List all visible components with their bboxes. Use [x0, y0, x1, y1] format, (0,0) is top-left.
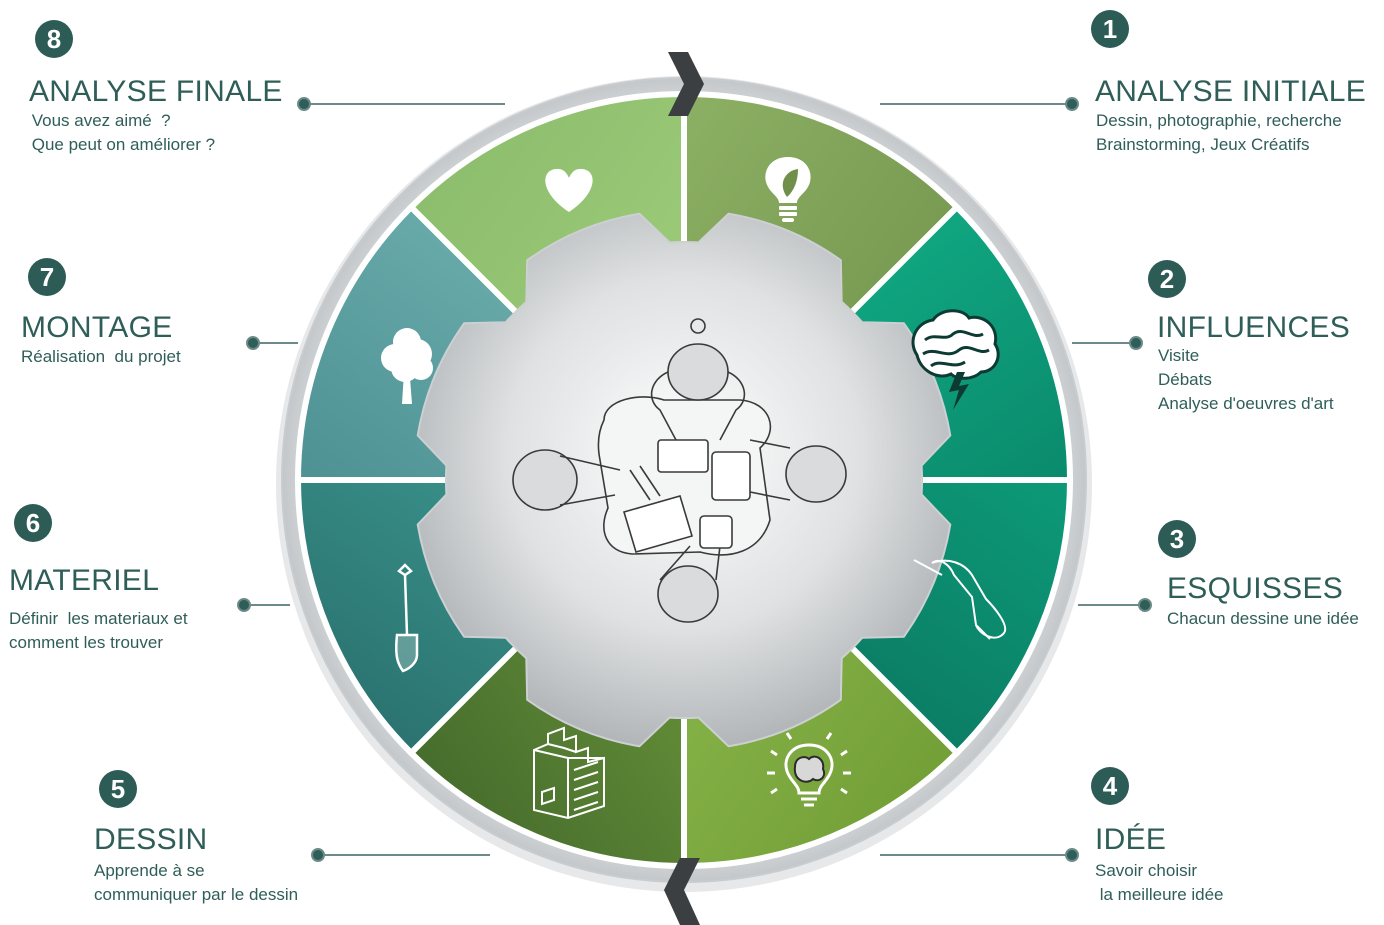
connector-dot-5 — [311, 848, 325, 862]
step-1-badge: 1 — [1091, 10, 1129, 48]
step-7-description: Réalisation du projet — [21, 345, 181, 369]
step-8-line-2: Que peut on améliorer ? — [27, 135, 216, 154]
connector-dot-4 — [1065, 848, 1079, 862]
step-8-title: ANALYSE FINALE — [29, 75, 283, 108]
step-5-description: Apprende à se communiquer par le dessin — [94, 859, 298, 907]
step-6-line-2: comment les trouver — [9, 633, 163, 652]
step-3-badge: 3 — [1158, 520, 1196, 558]
step-8-badge: 8 — [35, 20, 73, 58]
brain-lightning-icon — [911, 309, 1000, 410]
step-4-title: IDÉE — [1095, 823, 1167, 856]
step-5-line-2: communiquer par le dessin — [94, 885, 299, 904]
step-7-badge: 7 — [28, 258, 66, 296]
bulb-brain-icon — [767, 732, 851, 807]
connector-dot-2 — [1129, 336, 1143, 350]
top-chevron-icon — [668, 52, 704, 116]
step-6-line-1: Définir les materiaux et — [9, 609, 188, 628]
connector-dot-6 — [237, 598, 251, 612]
hand-drawing-icon — [913, 559, 1007, 640]
lightbulb-leaf-icon — [765, 157, 811, 222]
step-8-line-1: Vous avez aimé ? — [27, 111, 171, 130]
step-3-title: ESQUISSES — [1167, 572, 1344, 605]
shovel-icon — [395, 563, 419, 673]
step-2-badge: 2 — [1148, 260, 1186, 298]
step-1-title: ANALYSE INITIALE — [1095, 75, 1367, 108]
step-4-description: Savoir choisir la meilleure idée — [1095, 859, 1224, 907]
step-1-description: Dessin, photographie, recherche Brainsto… — [1096, 109, 1342, 157]
step-4-line-1: Savoir choisir — [1095, 861, 1198, 880]
step-3-line-1: Chacun dessine une idée — [1167, 609, 1359, 628]
step-4-badge: 4 — [1091, 767, 1129, 805]
connector-dot-8 — [297, 97, 311, 111]
bottom-chevron-icon — [664, 858, 700, 925]
step-2-line-2: Débats — [1158, 370, 1212, 389]
step-1-line-1: Dessin, photographie, recherche — [1096, 111, 1342, 130]
connector-dot-7 — [246, 336, 260, 350]
step-2-line-1: Visite — [1158, 346, 1200, 365]
step-7-title: MONTAGE — [21, 311, 173, 344]
step-6-title: MATERIEL — [9, 564, 160, 597]
step-6-description: Définir les materiaux et comment les tro… — [9, 607, 188, 655]
step-2-description: Visite Débats Analyse d'oeuvres d'art — [1158, 344, 1334, 416]
step-3-description: Chacun dessine une idée — [1167, 607, 1359, 631]
step-7-line-1: Réalisation du projet — [21, 347, 181, 366]
connector-dot-3 — [1138, 598, 1152, 612]
connector-dot-1 — [1065, 97, 1079, 111]
step-6-badge: 6 — [14, 504, 52, 542]
step-2-title: INFLUENCES — [1157, 311, 1351, 344]
step-5-line-1: Apprende à se — [94, 861, 205, 880]
center-illustration — [512, 318, 847, 623]
step-1-line-2: Brainstorming, Jeux Créatifs — [1096, 135, 1310, 154]
step-5-title: DESSIN — [94, 823, 208, 856]
heart-icon — [545, 168, 593, 212]
step-5-badge: 5 — [99, 770, 137, 808]
building-sketch-icon — [533, 726, 605, 820]
step-4-line-2: la meilleure idée — [1095, 885, 1224, 904]
step-2-line-3: Analyse d'oeuvres d'art — [1158, 394, 1334, 413]
tree-icon — [381, 328, 433, 404]
step-8-description: Vous avez aimé ? Que peut on améliorer ? — [27, 109, 215, 157]
